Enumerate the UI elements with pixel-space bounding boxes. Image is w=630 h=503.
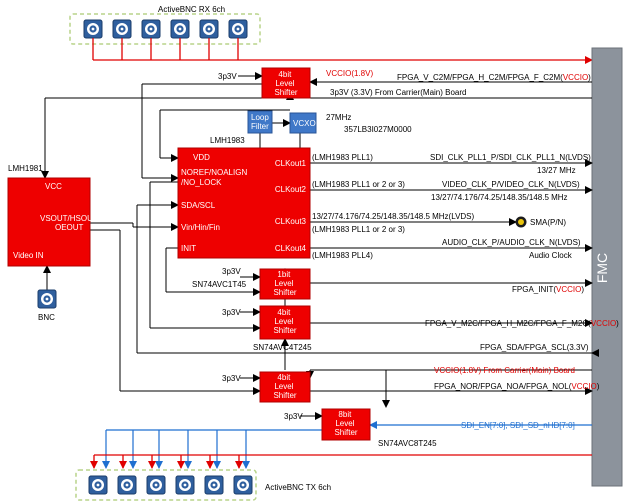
tx-bnc-2-icon <box>117 475 137 495</box>
tx-connector-frame <box>75 469 257 501</box>
shifter-1bit-supply: 3p3V <box>222 267 241 276</box>
tx-bnc-1-icon <box>88 475 108 495</box>
clk2-pll-tag: (LMH1983 PLL1 or 2 or 3) <box>312 180 405 189</box>
level-shifter-8bit: 8bit Level Shifter 3p3V SN74AVC8T245 <box>284 408 437 448</box>
vcxo-frequency: 27MHz <box>326 113 351 122</box>
rx-title: ActiveBNC RX 6ch <box>158 5 225 14</box>
lmh1981-vcc: VCC <box>45 182 62 191</box>
sdi-clk-label: SDI_CLK_PLL1_P/SDI_CLK_PLL1_N(LVDS) <box>430 153 591 162</box>
shifter-low-supply: 3p3V <box>222 374 241 383</box>
tx-bnc-4-icon <box>175 475 195 495</box>
lmh1983-init: INIT <box>181 244 196 253</box>
rx-bnc-6-icon <box>228 19 248 39</box>
fmc-connector <box>591 47 623 487</box>
rx-bnc-1-icon <box>83 19 103 39</box>
clk3-freq: 13/27/74.176/74.25/148.35/148.5 MHz(LVDS… <box>312 212 475 221</box>
rx-bnc-connectors <box>83 19 248 39</box>
clk1-pll-tag: (LMH1983 PLL1) <box>312 153 373 162</box>
lmh1983-clkout1: CLKout1 <box>275 159 307 168</box>
lmh1983-clkout4: CLKout4 <box>275 244 307 253</box>
loop-filter-block <box>247 110 273 134</box>
vcxo-part-number: 357LB3I027M0000 <box>344 125 412 134</box>
lmh1983-clkout3: CLKout3 <box>275 217 307 226</box>
lmh1983-name: LMH1983 <box>210 136 245 145</box>
level-shifter-4bit-low: 4bit Level Shifter 3p3V <box>222 371 311 403</box>
video-clk-freq: 13/27/74.176/74.25/148.35/148.5 MHz <box>431 193 568 202</box>
fpga-v-c2m-label: FPGA_V_C2M/FPGA_H_C2M/FPGA_F_C2M(VCCIO) <box>397 73 591 82</box>
sdi-en-label: SDI_EN[7:0], SDI_SD_nHD[7:0] <box>461 421 575 430</box>
vccio-carrier-label: VCCIO(1.8V) From Carrier(Main) Board <box>434 366 575 375</box>
level-shifter-4bit-mid: 4bit Level Shifter 3p3V SN74AVC4T245 <box>222 305 312 352</box>
lmh1983-chip <box>177 147 311 259</box>
lmh1981-chip <box>7 177 91 267</box>
clk3-pll-tag: (LMH1983 PLL1 or 2 or 3) <box>312 225 405 234</box>
tx-bnc-6-icon <box>233 475 253 495</box>
shifter-8bit-part: SN74AVC8T245 <box>378 439 437 448</box>
lmh1981-name: LMH1981 <box>8 164 43 173</box>
loop-filter-label: Loop Filter <box>251 113 271 131</box>
vcxo-block <box>289 112 317 134</box>
rx-bnc-5-icon <box>199 19 219 39</box>
fmc-label: FMC <box>594 253 610 283</box>
shifter-mid-part: SN74AVC4T245 <box>253 343 312 352</box>
vcxo-label: VCXO <box>293 119 316 128</box>
rx-bnc-3-icon <box>141 19 161 39</box>
svg-text:4bit Level Shifter: 4bit Level Shifter <box>273 373 296 400</box>
fpga-sda-scl-label: FPGA_SDA/FPGA_SCL(3.3V) <box>480 343 589 352</box>
video-clk-label: VIDEO_CLK_P/VIDEO_CLK_N(LVDS) <box>442 180 580 189</box>
vccio-top-label: VCCIO(1.8V) <box>326 69 373 78</box>
svg-text:8bit Level Shifter: 8bit Level Shifter <box>334 410 357 437</box>
shifter-mid-supply: 3p3V <box>222 308 241 317</box>
svg-text:1bit Level Shifter: 1bit Level Shifter <box>273 270 296 297</box>
fpga-init-label: FPGA_INIT(VCCIO) <box>512 285 584 294</box>
lmh1983-sda-scl: SDA/SCL <box>181 201 216 210</box>
carrier-3p3v-label: 3p3V (3.3V) From Carrier(Main) Board <box>330 88 466 97</box>
rx-bnc-4-icon <box>170 19 190 39</box>
fpga-v-m2c-label: FPGA_V_M2C/FPGA_H_M2C/FPGA_F_M2C(VCCIO) <box>425 319 619 328</box>
lmh1981-pins: VSOUT/HSOUT/ OEOUT <box>40 214 102 232</box>
svg-text:4bit Level Shifter: 4bit Level Shifter <box>274 70 297 97</box>
lmh1983-clkout2: CLKout2 <box>275 185 307 194</box>
tx-bus <box>90 454 592 469</box>
lmh1983-noref: NOREF/NOALIGN /NO_LOCK <box>181 168 249 187</box>
bnc-label: BNC <box>38 313 55 322</box>
shifter-top-supply: 3p3V <box>218 72 237 81</box>
clk4-pll-tag: (LMH1983 PLL4) <box>312 251 373 260</box>
shifter-1bit-part: SN74AVC1T45 <box>192 280 247 289</box>
rx-connector-frame <box>69 13 261 45</box>
sdi-control-bus <box>102 421 592 469</box>
svg-text:4bit Level Shifter: 4bit Level Shifter <box>273 308 296 335</box>
lmh1983-vdd: VDD <box>193 153 210 162</box>
lmh1981-video-in: Video IN <box>13 251 44 260</box>
bnc-input-icon <box>37 289 57 309</box>
sma-label: SMA(P/N) <box>530 218 566 227</box>
level-shifter-top: 4bit Level Shifter 3p3V <box>218 67 311 99</box>
rx-bus <box>92 38 593 64</box>
tx-bnc-3-icon <box>146 475 166 495</box>
wiring <box>41 72 599 420</box>
lmh1983-vin: Vin/Hin/Fin <box>181 223 220 232</box>
audio-clk-label: AUDIO_CLK_P/AUDIO_CLK_N(LVDS) <box>442 238 581 247</box>
audio-clock-label: Audio Clock <box>529 251 573 260</box>
shifter-8bit-supply: 3p3V <box>284 412 303 421</box>
rx-bnc-2-icon <box>112 19 132 39</box>
sdi-clk-freq: 13/27 MHz <box>537 166 576 175</box>
tx-title: ActiveBNC TX 6ch <box>265 483 331 492</box>
level-shifter-1bit: 1bit Level Shifter 3p3V SN74AVC1T45 <box>192 267 311 300</box>
fpga-nor-label: FPGA_NOR/FPGA_NOA/FPGA_NOL(VCCIO) <box>434 382 600 391</box>
tx-bnc-connectors <box>88 475 253 495</box>
tx-bnc-5-icon <box>204 475 224 495</box>
